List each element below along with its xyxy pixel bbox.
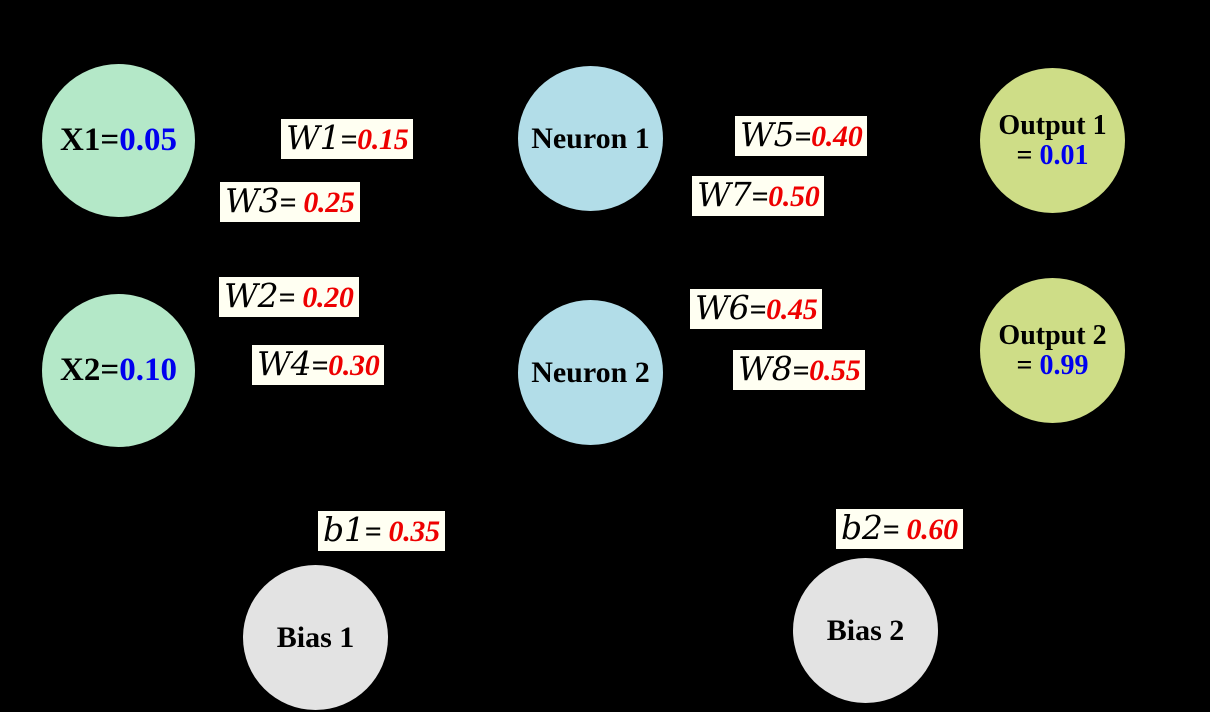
output-node-2-label: Output 2 xyxy=(998,320,1107,352)
input-x1-value: 0.05 xyxy=(119,122,177,159)
bias-label-b1[interactable]: b1= 0.35 xyxy=(318,511,445,551)
weight-symbol-w3: W3 xyxy=(225,181,280,220)
weight-label-w4[interactable]: W4=0.30 xyxy=(252,344,385,385)
input-node-x2-text: X2=0.10 xyxy=(60,352,177,389)
bias-symbol-b1: b1 xyxy=(323,510,365,549)
weight-value-w7: 0.50 xyxy=(768,180,820,213)
output-2-value: 0.99 xyxy=(1039,349,1089,381)
weight-value-w5: 0.40 xyxy=(811,120,863,153)
bias-node-1-label: Bias 1 xyxy=(276,620,355,654)
weight-symbol-w4: W4 xyxy=(257,344,312,383)
weight-symbol-w5: W5 xyxy=(740,115,795,154)
weight-value-w6: 0.45 xyxy=(766,293,818,326)
hidden-node-neuron-2-label: Neuron 2 xyxy=(531,355,650,389)
output-node-2[interactable]: Output 2 = 0.99 xyxy=(980,278,1125,423)
bias-value-b2: 0.60 xyxy=(906,513,959,546)
bias-value-b1: 0.35 xyxy=(388,515,441,548)
input-node-x2[interactable]: X2=0.10 xyxy=(42,294,195,447)
weight-eq-w1: = xyxy=(340,123,358,156)
weight-value-w2: 0.20 xyxy=(302,281,354,314)
input-node-x1-text: X1=0.05 xyxy=(60,122,177,159)
bias-node-2-label: Bias 2 xyxy=(826,613,905,647)
weight-eq-w3: = xyxy=(279,186,304,219)
output-1-value: 0.01 xyxy=(1039,139,1089,171)
output-node-2-value-row: = 0.99 xyxy=(1016,349,1089,381)
hidden-node-neuron-2[interactable]: Neuron 2 xyxy=(518,300,663,445)
weight-eq-w6: = xyxy=(749,293,767,326)
bias-label-b2[interactable]: b2= 0.60 xyxy=(836,509,963,549)
bias-symbol-b2: b2 xyxy=(841,508,883,547)
output-node-1-value-row: = 0.01 xyxy=(1016,139,1089,171)
output-node-1-label: Output 1 xyxy=(998,110,1107,142)
bias-eq-b2: = xyxy=(882,513,907,546)
output-node-1[interactable]: Output 1 = 0.01 xyxy=(980,68,1125,213)
weight-value-w3: 0.25 xyxy=(303,186,355,219)
bias-node-2[interactable]: Bias 2 xyxy=(793,558,938,703)
hidden-node-neuron-1[interactable]: Neuron 1 xyxy=(518,66,663,211)
bias-eq-b1: = xyxy=(364,515,389,548)
weight-eq-w5: = xyxy=(794,120,812,153)
input-node-x1[interactable]: X1=0.05 xyxy=(42,64,195,217)
weight-label-w2[interactable]: W2= 0.20 xyxy=(219,277,359,317)
hidden-node-neuron-1-label: Neuron 1 xyxy=(531,121,650,155)
weight-value-w8: 0.55 xyxy=(809,354,861,387)
input-x2-value: 0.10 xyxy=(119,352,177,389)
weight-symbol-w1: W1 xyxy=(286,118,341,157)
weight-value-w4: 0.30 xyxy=(328,349,380,382)
weight-label-w3[interactable]: W3= 0.25 xyxy=(220,182,360,222)
weight-symbol-w2: W2 xyxy=(224,276,279,315)
weight-eq-w7: = xyxy=(751,180,769,213)
weight-eq-w8: = xyxy=(792,354,810,387)
weight-symbol-w7: W7 xyxy=(697,175,752,214)
weight-symbol-w6: W6 xyxy=(695,288,750,327)
weight-value-w1: 0.15 xyxy=(357,123,409,156)
bias-node-1[interactable]: Bias 1 xyxy=(243,565,388,710)
weight-eq-w4: = xyxy=(311,349,329,382)
weight-label-w1[interactable]: W1=0.15 xyxy=(281,118,414,159)
weight-eq-w2: = xyxy=(278,281,303,314)
weight-label-w5[interactable]: W5=0.40 xyxy=(735,115,868,156)
weight-label-w6[interactable]: W6=0.45 xyxy=(690,288,823,329)
weight-label-w7[interactable]: W7=0.50 xyxy=(692,175,825,216)
weight-label-w8[interactable]: W8=0.55 xyxy=(733,349,866,390)
weight-symbol-w8: W8 xyxy=(738,349,793,388)
